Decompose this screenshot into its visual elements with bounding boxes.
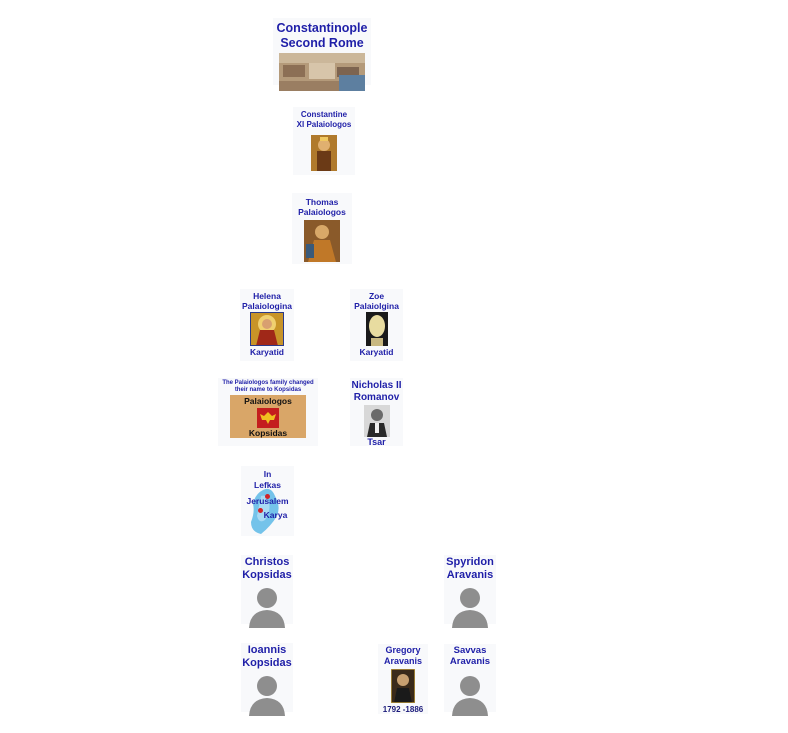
lefkas-map [241,466,294,536]
node-title-line1: Savvas [453,645,487,656]
node-ioannis[interactable]: Ioannis Kopsidas [241,643,293,717]
node-title-line2: Lefkas [254,480,281,490]
node-title-line2: Romanov [353,392,400,403]
thomas-portrait [304,220,340,263]
node-title-line2: Aravanis [446,569,494,582]
node-title-line1: Gregory [385,645,421,655]
node-palaiologos-kopsidas[interactable]: The Palaiologos family changed their nam… [218,378,318,446]
node-caption: Karyatid [359,347,394,358]
node-spyridon[interactable]: Spyridon Aravanis [444,555,496,629]
person-silhouette-icon [241,584,293,629]
banner-top-label: Palaiologos [244,396,292,407]
node-title-line2: Second Rome [280,36,364,50]
node-title-line2: Kopsidas [242,657,292,670]
map-marker-icon [265,494,270,499]
node-thomas[interactable]: Thomas Palaiologos [292,193,352,264]
node-title-line1: Constantine [300,110,348,119]
map-place-jerusalem: Jerusalem [246,496,289,506]
node-title-line1: In [263,469,272,479]
constantine-portrait [311,135,337,172]
node-title-line1: Thomas [305,197,339,207]
double-headed-eagle-icon [257,407,279,428]
node-constantinople[interactable]: Constantinople Second Rome [273,18,371,91]
node-title-line1: Constantinople [276,21,368,35]
node-caption-years: 1792 -1886 [382,704,424,714]
nicholas-portrait [363,405,390,437]
node-title-line2: Palaiolgina [354,301,399,312]
node-caption: Karyatid [249,347,284,358]
node-title-line2: Palaiologina [241,301,293,312]
node-note-line2: their name to Kopsidas [234,387,302,394]
palaiologos-kopsidas-banner: Palaiologos Kopsidas [230,395,306,439]
node-title-line1: Zoe [368,291,385,301]
node-title-line1: Nicholas II [351,380,402,391]
constantinople-photo [279,53,365,91]
node-constantine[interactable]: Constantine XI Palaiologos [293,107,355,175]
person-silhouette-icon [444,584,496,629]
node-title-line2: Palaiologos [298,207,346,218]
node-note-line1: The Palaiologos family changed [222,380,314,386]
zoe-portrait [365,312,388,347]
node-title-line2: XI Palaiologos [296,119,352,129]
gregory-portrait [391,668,415,703]
node-zoe[interactable]: Zoe Palaiolgina Karyatid [350,289,403,361]
node-title-line1: Spyridon [446,556,494,568]
map-place-karya: Karya [263,510,288,520]
node-title-line1: Helena [253,291,281,301]
person-silhouette-icon [444,672,496,716]
map-marker-icon [258,508,263,513]
banner-bottom-label: Kopsidas [248,427,288,438]
node-gregory[interactable]: Gregory Aravanis 1792 -1886 [378,644,428,714]
node-title-line1: Ioannis [247,644,287,656]
node-christos[interactable]: Christos Kopsidas [241,555,293,629]
node-nicholas[interactable]: Nicholas II Romanov Tsar [350,378,403,447]
node-savvas[interactable]: Savvas Aravanis [444,644,496,716]
helena-icon-portrait [250,312,284,347]
node-lefkas[interactable]: In Lefkas Jerusalem Karya [241,466,294,536]
node-helena[interactable]: Helena Palaiologina Karyatid [240,289,294,361]
node-caption: Tsar [367,437,386,447]
node-title-line2: Aravanis [449,656,491,668]
node-title-line1: Christos [244,556,290,568]
node-title-line2: Aravanis [383,655,423,666]
person-silhouette-icon [241,672,293,717]
node-title-line2: Kopsidas [242,569,292,582]
